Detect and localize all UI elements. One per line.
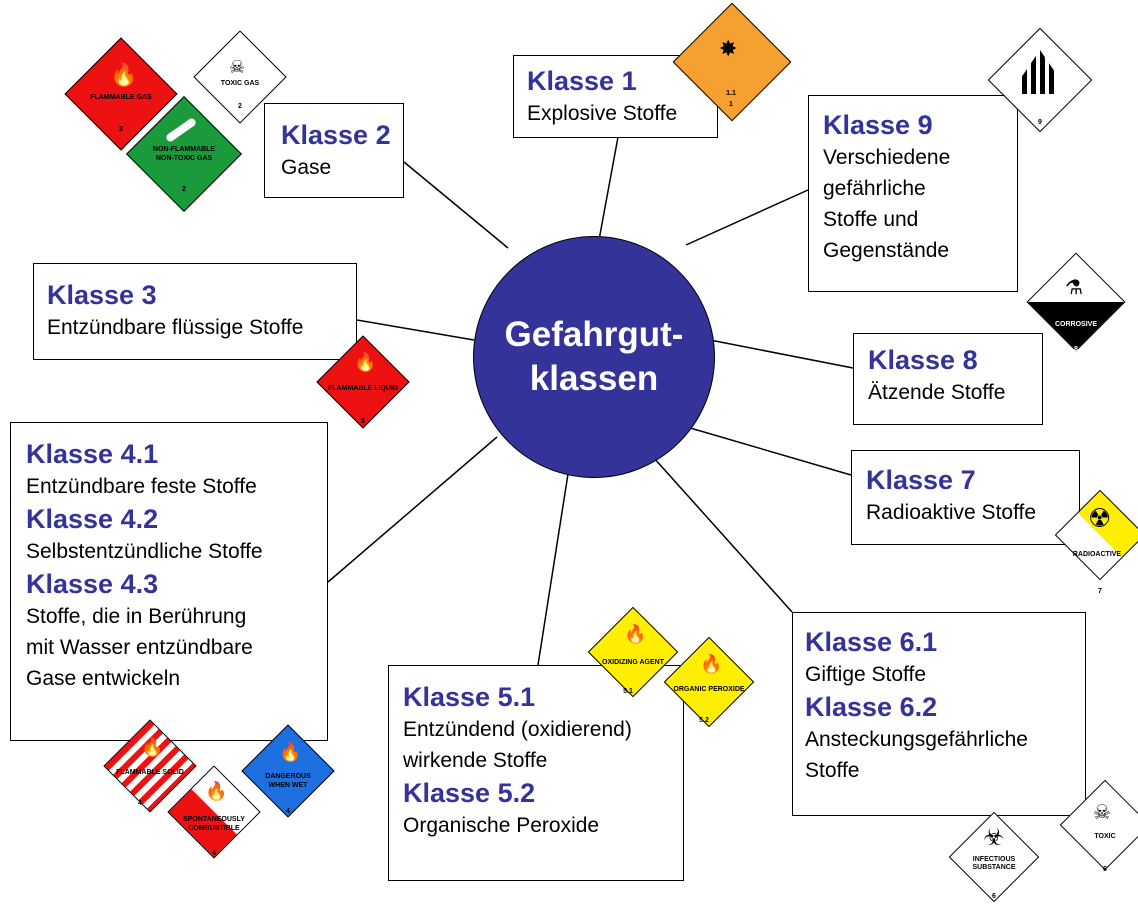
class-4-3-desc-line2: mit Wasser entzündbare	[26, 636, 253, 659]
placard-explosive-label: 1.1	[726, 90, 736, 97]
class-4-3-desc-line1: Stoffe, die in Berührung	[26, 605, 247, 628]
connector-k6	[644, 447, 793, 613]
class-9-desc-line1: Verschiedene	[823, 146, 951, 169]
class-4-3-desc-line3: Gase entwickeln	[26, 667, 181, 690]
flame-icon: 🔥	[279, 742, 302, 762]
placard-radioactive-num: 7	[1098, 588, 1102, 595]
class-3-title: Klasse 3	[47, 280, 157, 310]
placard-organic-peroxide-label: ORGANIC PEROXIDE	[673, 686, 745, 693]
connector-k4	[327, 436, 498, 583]
radiation-icon: ☢	[1088, 503, 1112, 533]
placard-spontaneously-combustible-label2: COMBUSTIBLE	[188, 825, 240, 832]
flame-icon: 🔥	[141, 737, 164, 757]
flame-icon: 🔥	[110, 62, 138, 87]
placard-radioactive-label: RADIOACTIVE	[1072, 551, 1122, 558]
center-title-line2: klassen	[529, 359, 659, 398]
placard-corrosive-label: CORROSIVE	[1054, 321, 1097, 328]
class-9-desc-line3: Stoffe und	[823, 208, 919, 231]
connector-k7	[679, 424, 852, 476]
connector-k3	[356, 319, 475, 341]
center-title-line1: Gefahrgut-	[504, 315, 684, 354]
class-7-desc: Radioaktive Stoffe	[866, 501, 1037, 524]
placard-toxic-num: 6	[1103, 866, 1107, 873]
placard-misc-num: 9	[1038, 119, 1042, 126]
connector-k9	[685, 189, 809, 246]
placard-dangerous-when-wet-label1: DANGEROUS	[265, 773, 311, 780]
flame-over-circle-icon: 🔥	[700, 654, 723, 674]
class-5-1-desc-line2: wirkende Stoffe	[403, 749, 548, 772]
class-9-box: Klasse 9 Verschiedene gefährliche Stoffe…	[808, 95, 1018, 292]
class-9-title: Klasse 9	[823, 110, 933, 140]
class-4-1-title: Klasse 4.1	[26, 439, 159, 469]
class-8-title: Klasse 8	[868, 345, 978, 375]
flame-icon: 🔥	[354, 352, 377, 372]
class-6-2-title: Klasse 6.2	[805, 692, 938, 722]
class-5-box: Klasse 5.1 Entzündend (oxidierend) wirke…	[388, 665, 684, 881]
class-8-desc: Ätzende Stoffe	[868, 381, 1006, 404]
class-2-desc: Gase	[281, 156, 332, 179]
class-2-title: Klasse 2	[281, 120, 391, 150]
placard-infectious-label: INFECTIOUS SUBSTANCE	[972, 856, 1016, 871]
placard-flammable-solid-num: 4	[138, 800, 142, 807]
class-9-desc-line4: Gegenstände	[823, 239, 950, 262]
class-6-2-desc-line2: Stoffe	[805, 759, 860, 782]
connector-k5	[537, 473, 569, 666]
class-2-box: Klasse 2 Gase	[264, 103, 404, 198]
placard-toxic-gas-num: 2	[238, 103, 242, 110]
connector-k1	[598, 136, 619, 241]
flame-over-circle-icon: 🔥	[624, 624, 647, 644]
placard-toxic-gas-label: TOXIC GAS	[220, 80, 260, 87]
center-node: Gefahrgut- klassen	[473, 236, 715, 478]
placard-oxidizing-agent-label: OXIDIZING AGENT	[602, 659, 664, 666]
class-4-3-title: Klasse 4.3	[26, 569, 159, 599]
class-7-title: Klasse 7	[866, 465, 976, 495]
class-4-2-desc: Selbstentzündliche Stoffe	[26, 540, 263, 563]
placard-organic-peroxide-num: 5.2	[699, 717, 709, 724]
class-1-desc: Explosive Stoffe	[527, 102, 678, 125]
placard-explosive-num: 1	[729, 101, 733, 108]
skull-icon: ☠	[1093, 802, 1111, 824]
placard-spontaneously-combustible-num: 4	[212, 850, 216, 857]
placard-flammable-gas-num: 2	[119, 126, 123, 133]
placard-dangerous-when-wet-label2: WHEN WET	[268, 782, 308, 789]
class-4-1-desc: Entzündbare feste Stoffe	[26, 475, 257, 498]
skull-icon: ☠	[229, 57, 246, 77]
class-7-box: Klasse 7 Radioaktive Stoffe	[851, 450, 1080, 545]
placard-toxic-label: TOXIC	[1094, 833, 1116, 840]
class-9-desc-line2: gefährliche	[823, 177, 926, 200]
placard-oxidizing-agent-num: 5.1	[623, 688, 633, 695]
class-6-1-desc: Giftige Stoffe	[805, 663, 927, 686]
class-3-desc: Entzündbare flüssige Stoffe	[47, 316, 304, 339]
class-1-title: Klasse 1	[527, 66, 637, 96]
placard-corrosive-num: 8	[1074, 346, 1078, 353]
biohazard-icon: ☣	[983, 824, 1005, 851]
placard-infectious-num: 6	[992, 893, 996, 900]
placard-non-flammable-gas-label2: NON-TOXIC GAS	[155, 155, 213, 162]
placard-non-flammable-gas-label1: NON-FLAMMABLE	[152, 146, 216, 153]
class-4-2-title: Klasse 4.2	[26, 504, 159, 534]
class-6-1-title: Klasse 6.1	[805, 627, 938, 657]
placard-flammable-gas-label: FLAMMABLE GAS	[90, 94, 152, 101]
placard-flammable-liquid-label: FLAMMABLE LIQUID	[328, 385, 398, 392]
class-8-box: Klasse 8 Ätzende Stoffe	[853, 333, 1043, 425]
placard-flammable-solid-label: FLAMMABLE SOLID	[116, 769, 184, 776]
class-3-box: Klasse 3 Entzündbare flüssige Stoffe	[33, 263, 357, 360]
placard-non-flammable-gas-num: 2	[182, 186, 186, 193]
class-5-1-title: Klasse 5.1	[403, 682, 536, 712]
class-5-2-desc: Organische Peroxide	[403, 814, 600, 837]
class-6-box: Klasse 6.1 Giftige Stoffe Klasse 6.2 Ans…	[792, 612, 1086, 816]
class-6-2-desc-line1: Ansteckungsgefährliche	[805, 728, 1028, 751]
flame-icon: 🔥	[205, 781, 228, 801]
class-5-1-desc-line1: Entzündend (oxidierend)	[403, 718, 632, 741]
placard-spontaneously-combustible-label1: SPONTANEOUSLY	[183, 816, 245, 823]
connector-k8	[709, 339, 854, 369]
placard-dangerous-when-wet-num: 4	[286, 808, 290, 815]
connector-k2	[403, 161, 509, 249]
class-4-box: Klasse 4.1 Entzündbare feste Stoffe Klas…	[10, 422, 328, 741]
corrosion-icon: ⚗	[1065, 277, 1083, 299]
placard-flammable-liquid-num: 3	[361, 418, 365, 425]
class-5-2-title: Klasse 5.2	[403, 778, 536, 808]
explosion-icon: ✸	[719, 36, 738, 61]
